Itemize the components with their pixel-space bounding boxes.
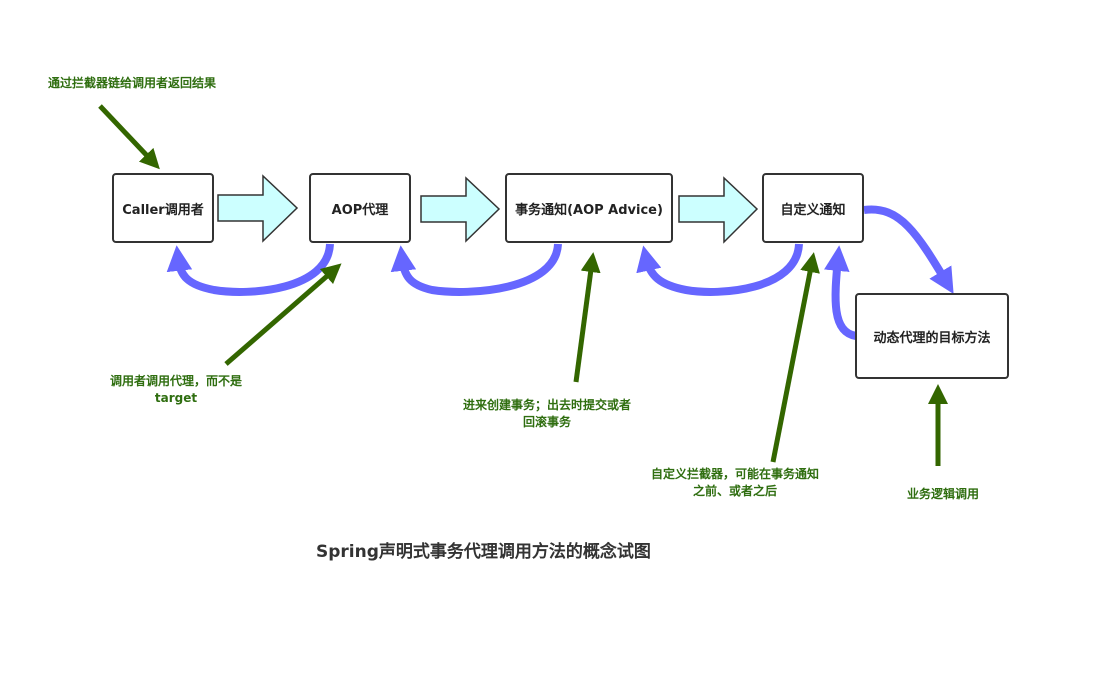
note-tx-line2: 回滚事务 [522,415,571,429]
tx-advice-label: 事务通知(AOP Advice) [515,202,663,218]
flow-arrow-1 [217,174,299,243]
target-method-box: 动态代理的目标方法 [855,293,1009,379]
note-caller-proxy-line2: target [154,391,198,405]
note-custom-line1: 自定义拦截器，可能在事务通知 [650,467,819,481]
flow-arrow-2 [420,176,501,243]
note-tx-line1: 进来创建事务；出去时提交或者 [462,398,631,412]
note-return-result: 通过拦截器链给调用者返回结果 [48,75,216,92]
note-tx: 进来创建事务；出去时提交或者 回滚事务 [445,397,649,431]
custom-advice-label: 自定义通知 [780,202,846,218]
annotation-arrow-tx [573,252,601,383]
note-business-call: 业务逻辑调用 [893,486,993,503]
note-return-result-text: 通过拦截器链给调用者返回结果 [48,76,217,90]
return-arrow-1 [166,243,334,296]
annotation-arrow-custom [770,252,820,463]
tx-advice-box: 事务通知(AOP Advice) [505,173,673,243]
return-arrow-target [824,245,858,340]
diagram-title: Spring声明式事务代理调用方法的概念试图 [316,542,651,562]
caller-box: Caller调用者 [112,173,214,243]
aop-proxy-label: AOP代理 [331,202,389,218]
note-custom-line2: 之前、或者之后 [692,484,777,498]
caller-label: Caller调用者 [122,202,204,218]
annotation-arrow-return-result [98,104,160,170]
return-arrow-3 [636,243,803,296]
note-caller-proxy: 调用者调用代理，而不是 target [98,373,254,407]
note-custom: 自定义拦截器，可能在事务通知 之前、或者之后 [635,466,835,500]
forward-arrow-target [863,205,954,294]
note-caller-proxy-line1: 调用者调用代理，而不是 [109,374,242,388]
return-arrow-2 [390,243,562,296]
flow-arrow-3 [678,176,759,244]
note-business-call-text: 业务逻辑调用 [906,487,979,501]
annotation-arrow-caller-proxy [224,263,342,366]
target-method-label: 动态代理的目标方法 [873,330,991,346]
aop-proxy-box: AOP代理 [309,173,411,243]
custom-advice-box: 自定义通知 [762,173,864,243]
